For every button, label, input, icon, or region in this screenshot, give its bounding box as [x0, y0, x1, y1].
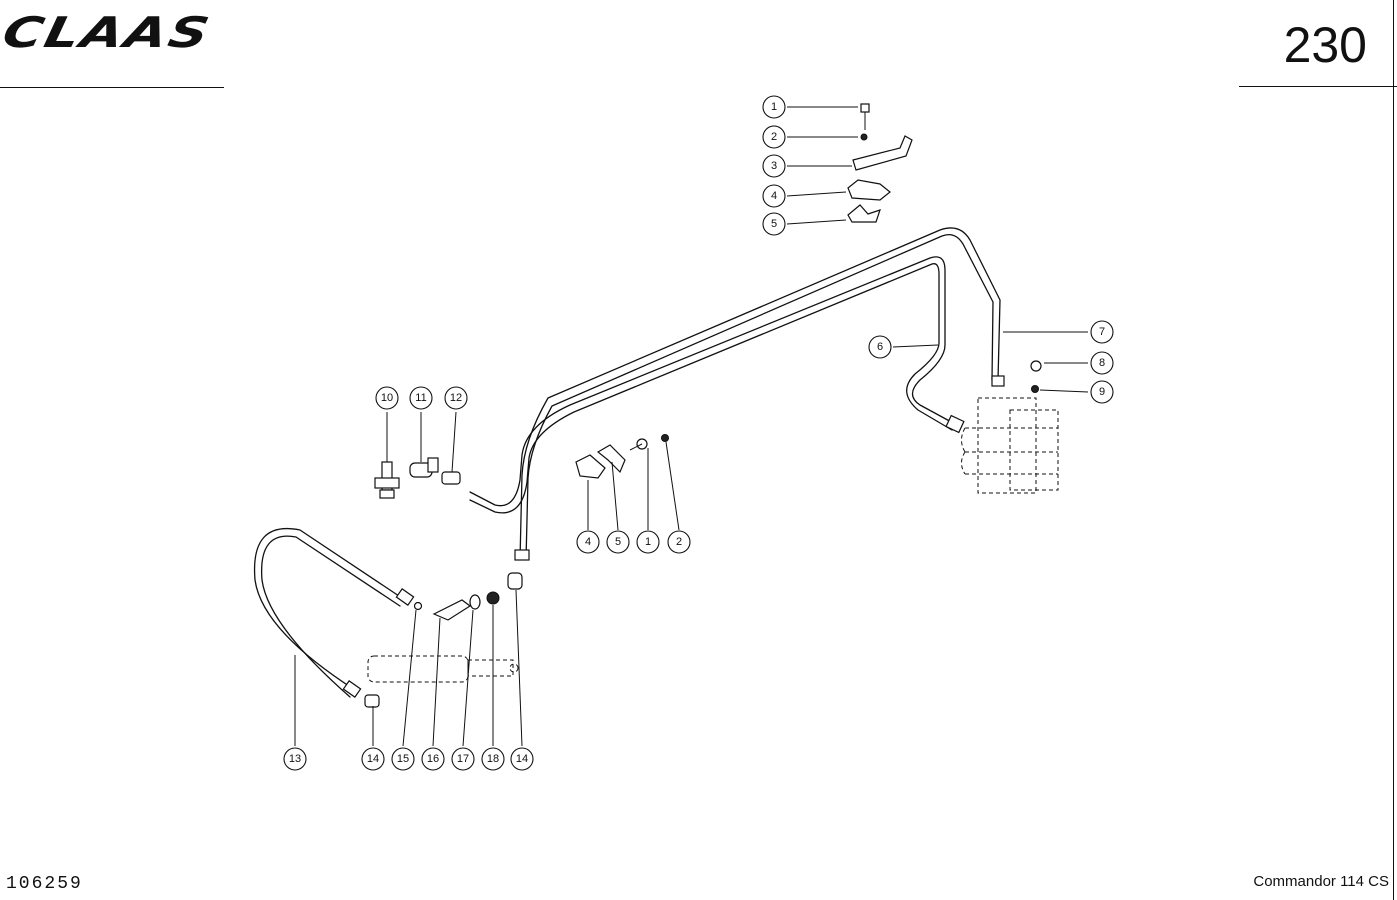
- svg-text:8: 8: [1099, 357, 1105, 369]
- fittings-10-12: [374, 457, 461, 499]
- svg-text:14: 14: [367, 753, 379, 765]
- callout-7: 7: [1090, 320, 1114, 344]
- svg-text:15: 15: [397, 753, 409, 765]
- pipe-end-fitting-6: [945, 414, 965, 434]
- model-name: Commandor 114 CS: [1253, 873, 1389, 890]
- callout-6: 6: [868, 335, 892, 359]
- control-valve-block: [961, 397, 1059, 494]
- callout-14-left: 14: [361, 747, 385, 771]
- page-number: 230: [1283, 17, 1367, 73]
- callout-3: 3: [762, 154, 786, 178]
- callout-9: 9: [1090, 380, 1114, 404]
- callout-18: 18: [481, 747, 505, 771]
- callout-2-lower: 2: [667, 530, 691, 554]
- pipe-6: [469, 256, 956, 507]
- part-9-washer: [1031, 385, 1039, 393]
- callout-11: 11: [409, 386, 433, 410]
- callout-16: 16: [421, 747, 445, 771]
- svg-text:4: 4: [585, 536, 591, 548]
- pipe-7: [519, 227, 1001, 561]
- header-rule-left: [0, 87, 224, 88]
- callout-15: 15: [391, 747, 415, 771]
- callout-4-upper: 4: [762, 184, 786, 208]
- callout-2-upper: 2: [762, 125, 786, 149]
- callout-5-lower: 5: [606, 530, 630, 554]
- drawing-number: 106259: [6, 874, 83, 894]
- callout-13: 13: [283, 747, 307, 771]
- svg-text:1: 1: [771, 101, 777, 113]
- svg-text:17: 17: [457, 753, 469, 765]
- svg-text:4: 4: [771, 190, 777, 202]
- svg-text:5: 5: [771, 218, 777, 230]
- svg-text:7: 7: [1099, 326, 1105, 338]
- hydraulic-cylinder: [367, 655, 519, 683]
- callout-1-upper: 1: [762, 95, 786, 119]
- pipe-end-fitting: [514, 549, 530, 561]
- callout-14-right: 14: [510, 747, 534, 771]
- pipe-6-inner: [469, 263, 953, 514]
- svg-text:16: 16: [427, 753, 439, 765]
- page-border-right: [1393, 0, 1394, 900]
- svg-text:18: 18: [487, 753, 499, 765]
- svg-text:2: 2: [771, 131, 777, 143]
- header-rule-right: [1239, 86, 1397, 87]
- fittings-14-18: [364, 572, 523, 708]
- svg-text:12: 12: [450, 392, 462, 404]
- svg-text:2: 2: [676, 536, 682, 548]
- svg-text:1: 1: [645, 536, 651, 548]
- lower-clamp-assembly: [575, 434, 669, 479]
- callout-17: 17: [451, 747, 475, 771]
- callout-12: 12: [444, 386, 468, 410]
- svg-text:3: 3: [771, 160, 777, 172]
- callout-10: 10: [375, 386, 399, 410]
- pipe-7-inner: [525, 233, 994, 561]
- svg-text:9: 9: [1099, 386, 1105, 398]
- hose-13: [253, 528, 415, 698]
- svg-text:11: 11: [415, 392, 426, 404]
- svg-text:14: 14: [516, 753, 528, 765]
- callout-8: 8: [1090, 351, 1114, 375]
- leader-lines: [294, 106, 1089, 747]
- callout-5-upper: 5: [762, 212, 786, 236]
- svg-text:6: 6: [877, 341, 883, 353]
- callout-1-lower: 1: [636, 530, 660, 554]
- upper-bracket-assembly: [847, 103, 913, 223]
- part-8-nut: [1030, 360, 1042, 372]
- pipe-end-fitting-7: [991, 375, 1005, 387]
- svg-text:5: 5: [615, 536, 621, 548]
- callout-4-lower: 4: [576, 530, 600, 554]
- svg-text:10: 10: [381, 392, 393, 404]
- svg-text:13: 13: [289, 753, 301, 765]
